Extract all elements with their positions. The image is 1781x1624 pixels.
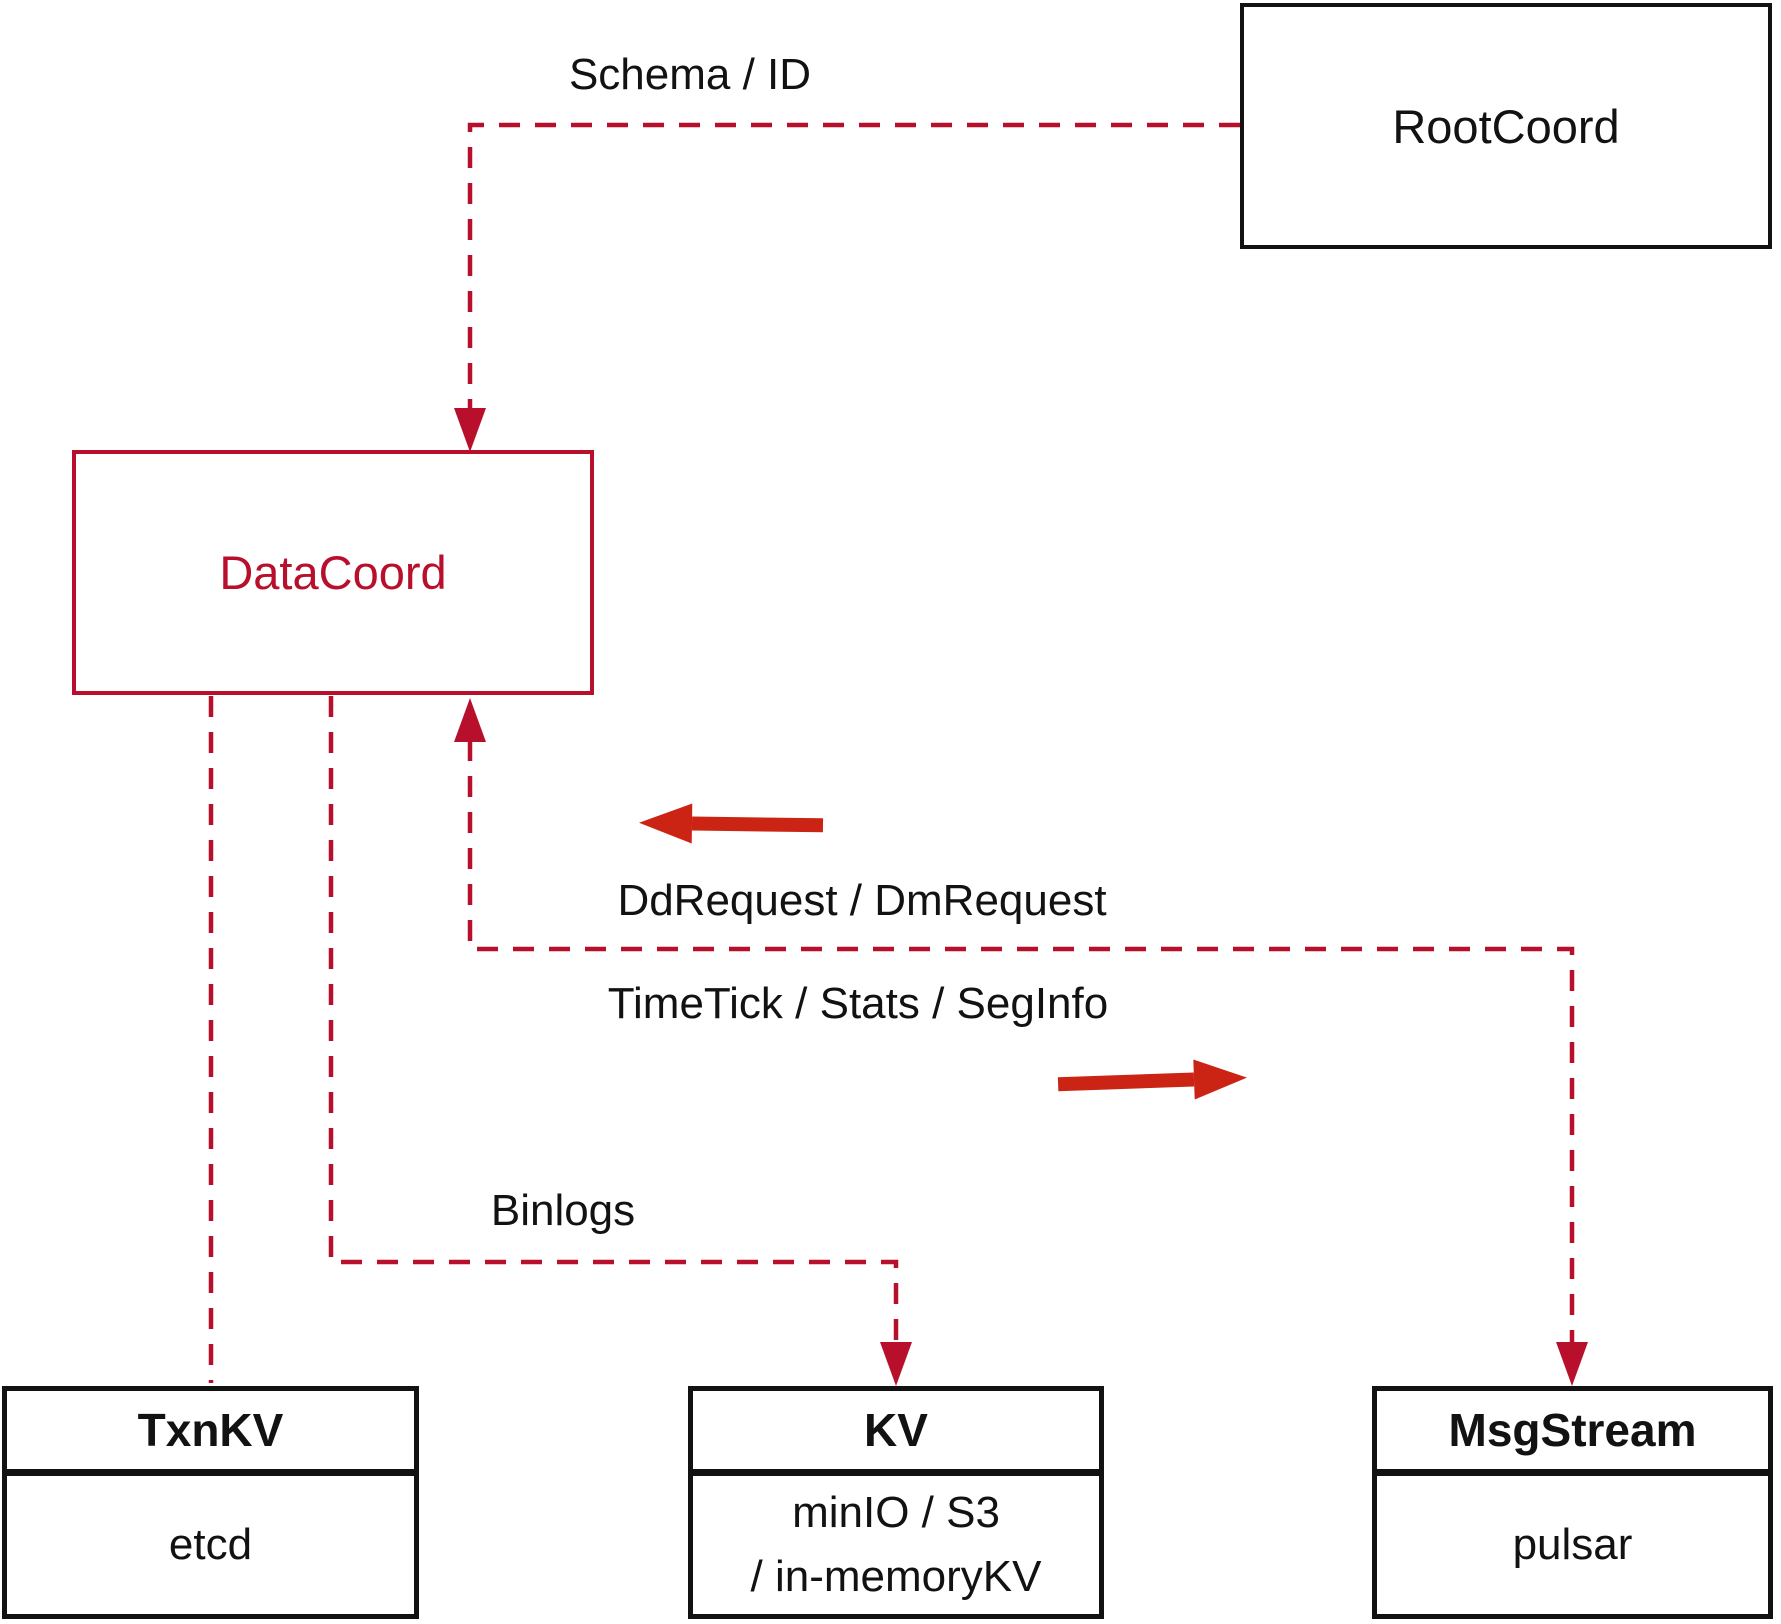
arrowhead-up-into-datacoord-icon: [454, 698, 486, 742]
edge-rootcoord-to-datacoord: [467, 122, 1240, 408]
kv-body-line1: minIO / S3: [792, 1488, 1000, 1537]
arrowhead-down-into-msgstream-icon: [1556, 1342, 1588, 1386]
edge-label-schema-id: Schema / ID: [568, 50, 812, 99]
direction-arrow-left: [639, 803, 824, 844]
node-msgstream: MsgStream pulsar: [1372, 1386, 1773, 1619]
msgstream-body-label: pulsar: [1512, 1520, 1633, 1569]
datacoord-label: DataCoord: [219, 546, 447, 599]
txnkv-title: TxnKV: [7, 1391, 414, 1476]
kv-title: KV: [693, 1391, 1099, 1476]
arrowhead-down-into-kv-icon: [880, 1342, 912, 1386]
node-datacoord: DataCoord: [72, 450, 594, 695]
txnkv-body-label: etcd: [168, 1520, 253, 1569]
kv-body-line2: / in-memoryKV: [750, 1552, 1042, 1601]
edge-label-timetick: TimeTick / Stats / SegInfo: [607, 979, 1109, 1028]
arrowhead-down-into-datacoord-icon: [454, 408, 486, 452]
direction-arrow-right: [1057, 1059, 1247, 1100]
edge-datacoord-to-kv-binlogs: [328, 696, 899, 1342]
rootcoord-label: RootCoord: [1392, 99, 1620, 153]
node-kv: KV minIO / S3 / in-memoryKV: [688, 1386, 1104, 1619]
msgstream-title: MsgStream: [1377, 1391, 1768, 1476]
node-rootcoord: RootCoord: [1240, 3, 1772, 249]
edge-label-binlogs: Binlogs: [490, 1186, 636, 1235]
node-txnkv: TxnKV etcd: [2, 1386, 419, 1619]
edge-label-ddrequest: DdRequest / DmRequest: [617, 876, 1107, 925]
edge-datacoord-to-msgstream: [467, 740, 1575, 1342]
